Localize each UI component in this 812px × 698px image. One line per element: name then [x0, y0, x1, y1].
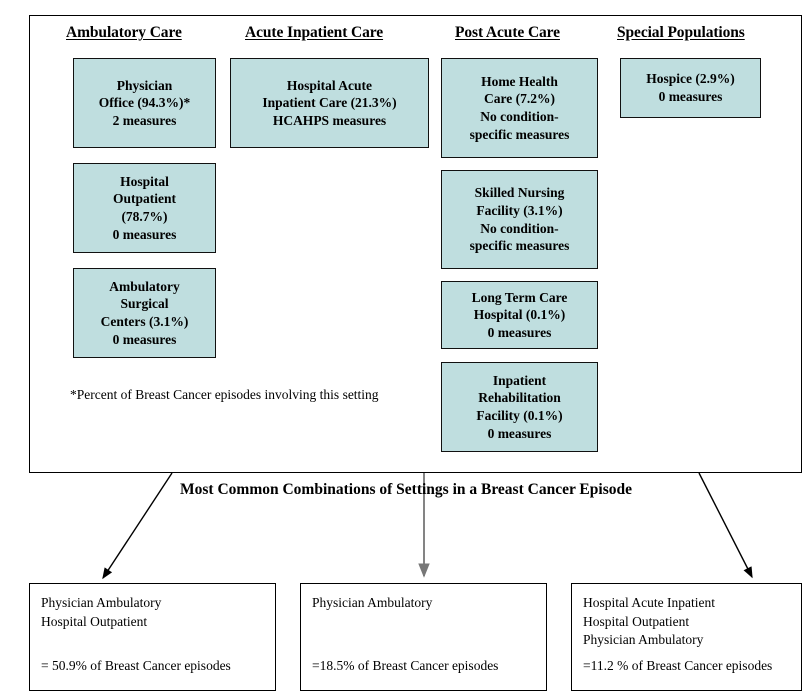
setting-box-long-term-care-hospital[interactable]: Long Term Care Hospital (0.1%) 0 measure… — [441, 281, 598, 349]
setting-line-3: 2 measures — [112, 112, 177, 128]
setting-box-inpatient-rehabilitation-facility[interactable]: Inpatient Rehabilitation Facility (0.1%)… — [441, 362, 598, 452]
column-header-acute-inpatient-care: Acute Inpatient Care — [245, 24, 384, 41]
setting-line-3: No condition- — [480, 220, 559, 236]
setting-line-2: Inpatient Care (21.3%) — [262, 95, 397, 111]
setting-line-1: Ambulatory — [109, 278, 180, 294]
setting-box-ambulatory-surgical-centers[interactable]: Ambulatory Surgical Centers (3.1%) 0 mea… — [73, 268, 216, 358]
combination-line-1: Hospital Acute Inpatient — [583, 595, 715, 610]
setting-line-1: Hospital Acute — [286, 77, 373, 93]
combination-line-2: Hospital Outpatient — [583, 613, 690, 629]
setting-line-4: 0 measures — [487, 425, 552, 441]
setting-box-hospital-acute-inpatient-care[interactable]: Hospital Acute Inpatient Care (21.3%) HC… — [230, 58, 429, 148]
setting-line-2: Hospital (0.1%) — [473, 307, 566, 323]
arrow-to-combination-3 — [698, 472, 753, 579]
combination-box-2[interactable]: Physician Ambulatory =18.5% of Breast Ca… — [300, 583, 547, 691]
setting-line-2: Surgical — [120, 296, 169, 312]
setting-line-1: Hospice (2.9%) — [646, 71, 735, 87]
setting-box-hospital-outpatient[interactable]: Hospital Outpatient (78.7%) 0 measures — [73, 163, 216, 253]
setting-line-1: Inpatient — [492, 372, 547, 388]
setting-line-4: specific measures — [469, 238, 570, 254]
setting-line-4: 0 measures — [112, 331, 177, 347]
setting-line-3: Facility (0.1%) — [476, 408, 563, 423]
combination-line-3: Physician Ambulatory — [583, 632, 704, 648]
setting-box-skilled-nursing-facility[interactable]: Skilled Nursing Facility (3.1%) No condi… — [441, 170, 598, 269]
setting-box-home-health-care[interactable]: Home Health Care (7.2%) No condition- sp… — [441, 58, 598, 158]
arrow-to-combination-1 — [102, 472, 173, 580]
setting-line-1: Home Health — [481, 73, 558, 89]
combination-line-1: Physician Ambulatory — [41, 595, 162, 610]
setting-line-2: Facility (3.1%) — [476, 202, 563, 218]
setting-box-hospice[interactable]: Hospice (2.9%) 0 measures — [620, 58, 761, 118]
combination-line-2: Hospital Outpatient — [41, 613, 148, 629]
combination-box-3[interactable]: Hospital Acute Inpatient Hospital Outpat… — [571, 583, 802, 691]
setting-line-2: Outpatient — [112, 191, 176, 207]
combination-line-1: Physician Ambulatory — [312, 595, 433, 610]
setting-line-3: No condition- — [480, 109, 559, 124]
setting-line-3: (78.7%) — [121, 209, 168, 224]
setting-line-3: Centers (3.1%) — [100, 314, 189, 329]
combination-total-2: =18.5% of Breast Cancer episodes — [312, 658, 499, 674]
column-header-post-acute-care: Post Acute Care — [455, 24, 560, 41]
footnote-percent-definition: *Percent of Breast Cancer episodes invol… — [70, 387, 379, 402]
setting-line-1: Hospital — [120, 173, 169, 189]
setting-line-1: Long Term Care — [471, 289, 568, 305]
setting-line-2: Office (94.3%)* — [98, 95, 191, 111]
setting-line-1: Skilled Nursing — [474, 185, 565, 201]
setting-line-2: 0 measures — [658, 89, 723, 104]
combination-total-1: = 50.9% of Breast Cancer episodes — [41, 658, 231, 674]
setting-line-2: Care (7.2%) — [484, 91, 555, 107]
setting-line-3: 0 measures — [487, 324, 552, 340]
setting-line-1: Physician — [116, 77, 173, 93]
setting-line-4: 0 measures — [112, 226, 177, 242]
setting-line-4: specific measures — [469, 126, 570, 142]
column-header-ambulatory-care: Ambulatory Care — [66, 24, 182, 41]
setting-line-3: HCAHPS measures — [272, 112, 387, 128]
column-header-special-populations: Special Populations — [617, 24, 745, 41]
combination-box-1[interactable]: Physician Ambulatory Hospital Outpatient… — [29, 583, 276, 691]
setting-box-physician-office[interactable]: Physician Office (94.3%)* 2 measures — [73, 58, 216, 148]
combination-total-3: =11.2 % of Breast Cancer episodes — [583, 658, 773, 674]
setting-line-2: Rehabilitation — [478, 390, 561, 406]
